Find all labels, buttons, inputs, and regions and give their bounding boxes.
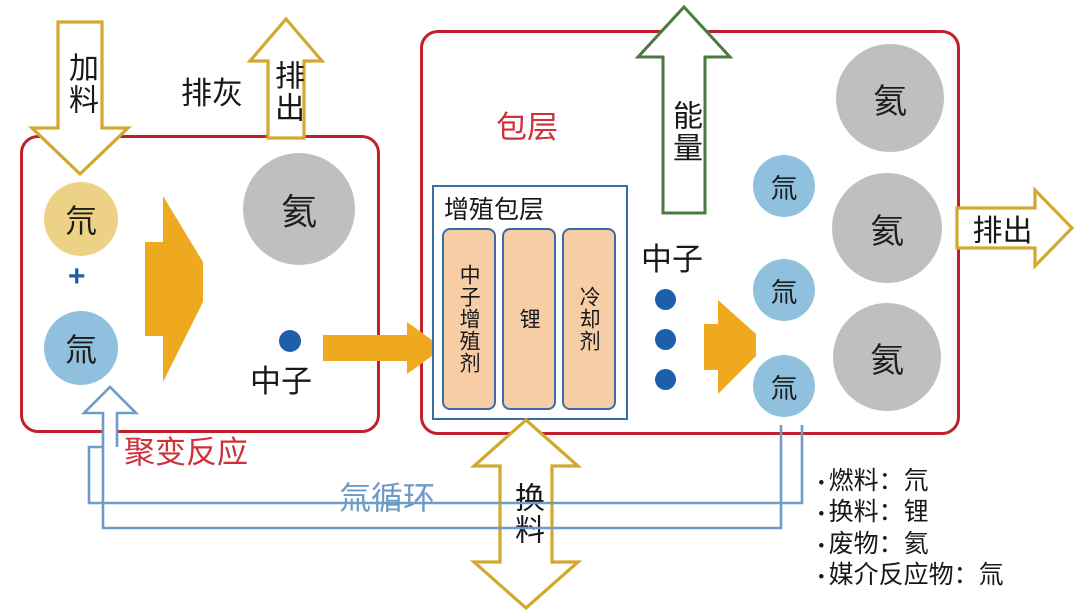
- breeder-column-neutron-multiplier: 中子增殖剂: [442, 228, 496, 410]
- left-exhaust-arrow-up: 排出: [246, 16, 326, 140]
- refuel-double-arrow: 换料: [469, 417, 583, 611]
- neutron-transfer-arrow: [323, 322, 443, 374]
- helium-symbol: 氦: [870, 213, 904, 251]
- tritium-cycle-label: 氚循环: [339, 480, 436, 516]
- feed-arrow-down: 加料: [28, 20, 132, 178]
- tritium-symbol: 氚: [64, 332, 97, 368]
- tritium-particle-1: 氚: [753, 155, 815, 217]
- neutron-label-left: 中子: [250, 364, 312, 399]
- energy-arrow-up: 能量: [635, 4, 733, 216]
- tritium-particle-3: 氚: [753, 355, 815, 417]
- breeder-column-label: 冷却剂: [577, 286, 602, 352]
- deuterium-particle: 氘: [44, 182, 118, 256]
- helium-symbol: 氦: [280, 192, 317, 232]
- breeding-blanket-title: 增殖包层: [444, 197, 545, 224]
- ash-removal-label: 排灰: [181, 76, 243, 111]
- tritium-symbol: 氚: [770, 277, 798, 308]
- helium-particle-2: 氦: [832, 173, 942, 283]
- neutron-dot-right-1: [655, 289, 676, 310]
- plus-sign: +: [68, 260, 86, 293]
- deuterium-symbol: 氘: [64, 203, 97, 239]
- tritium-particle-2: 氚: [753, 259, 815, 321]
- legend-item-fuel: • 燃料：氘: [818, 466, 1004, 497]
- legend-item-refuel: • 换料：锂: [818, 497, 1004, 528]
- helium-symbol: 氦: [870, 342, 904, 380]
- legend-bullet: •: [818, 535, 825, 557]
- legend-bullet: •: [818, 473, 825, 494]
- breeding-chevron-icon: [700, 300, 760, 394]
- neutron-dot-right-2: [655, 329, 676, 350]
- neutron-label-right: 中子: [641, 242, 703, 277]
- neutron-dot-left: [279, 330, 301, 352]
- helium-particle-3: 氦: [833, 303, 941, 411]
- right-exhaust-arrow: 排出: [955, 186, 1075, 270]
- legend-bullet: •: [818, 566, 825, 588]
- tritium-symbol: 氚: [770, 373, 798, 404]
- breeder-column-coolant: 冷却剂: [562, 228, 616, 410]
- legend: • 燃料：氘 • 换料：锂 • 废物：氦 • 媒介反应物：氚: [818, 466, 1004, 591]
- legend-item-waste: • 废物：氦: [818, 529, 1004, 560]
- legend-item-intermediate: • 媒介反应物：氚: [818, 560, 1004, 591]
- tritium-symbol: 氚: [770, 173, 798, 204]
- helium-particle-1: 氦: [836, 44, 944, 152]
- helium-symbol: 氦: [873, 83, 907, 121]
- legend-text: 媒介反应物：氚: [828, 561, 1004, 589]
- breeder-column-label: 锂: [517, 308, 542, 330]
- legend-text: 废物：氦: [828, 530, 929, 558]
- legend-text: 燃料：氘: [828, 468, 929, 495]
- blanket-caption: 包层: [496, 110, 558, 145]
- reaction-chevron-icon: [141, 196, 207, 382]
- breeder-column-label: 中子增殖剂: [457, 264, 482, 374]
- neutron-dot-right-3: [655, 369, 676, 390]
- tritium-particle-reactant: 氚: [44, 311, 118, 385]
- helium-particle-left: 氦: [243, 153, 355, 265]
- fusion-reaction-caption: 聚变反应: [124, 435, 248, 470]
- legend-bullet: •: [818, 504, 825, 526]
- legend-text: 换料：锂: [828, 499, 929, 527]
- breeder-column-lithium: 锂: [502, 228, 556, 410]
